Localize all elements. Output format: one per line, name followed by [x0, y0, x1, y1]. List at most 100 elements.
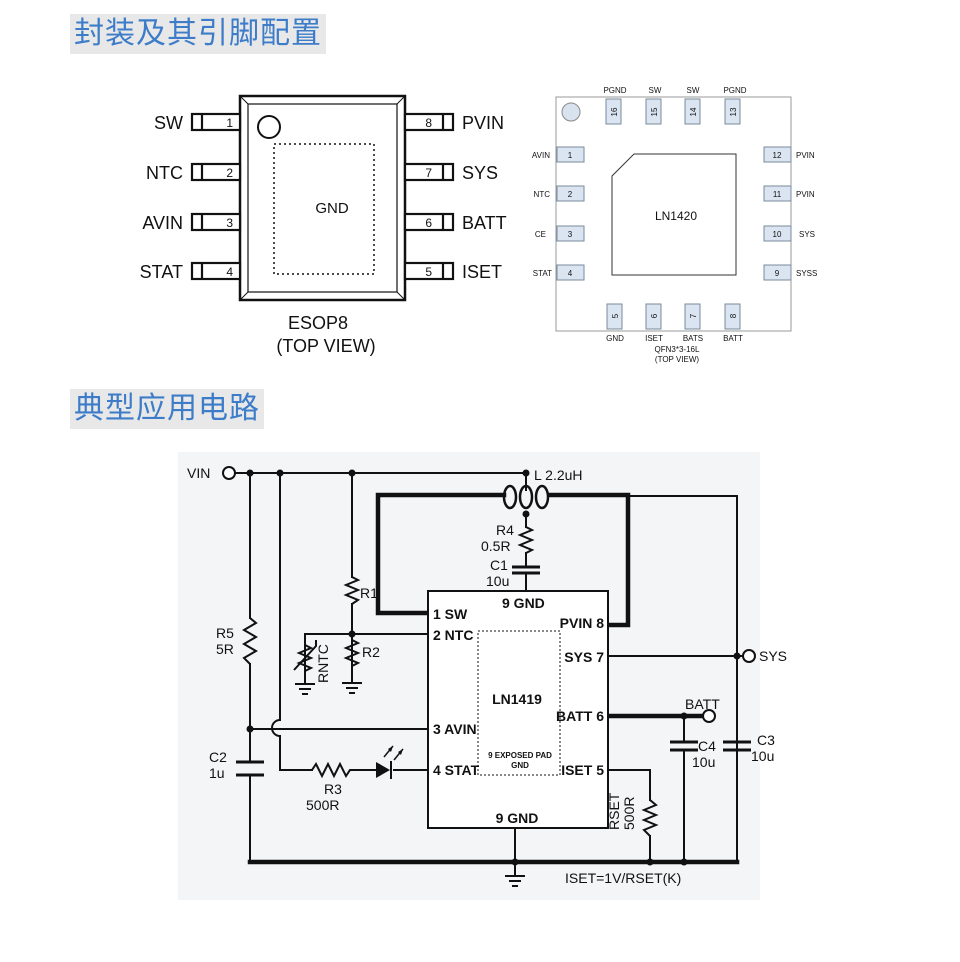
qfn-pin2-name: NTC — [534, 190, 551, 199]
qfn-pin15-name: SW — [649, 86, 662, 95]
qfn-pin10-num: 10 — [773, 230, 782, 239]
qfn-pin12-name: PVIN — [796, 151, 815, 160]
esop8-pad-label: GND — [315, 200, 349, 217]
qfn-pin7-name: BATS — [683, 334, 703, 343]
c1-value: 10u — [486, 573, 509, 589]
pin1-marker-icon — [257, 115, 281, 139]
esop8-caption-view: (TOP VIEW) — [276, 336, 375, 356]
esop8-pin8-name: PVIN — [462, 113, 504, 133]
chip-pin-sys: SYS 7 — [564, 649, 604, 665]
esop8-pin4-num: 4 — [226, 265, 233, 279]
qfn-caption-view: (TOP VIEW) — [655, 355, 699, 364]
esop8-pin2-name: NTC — [146, 163, 183, 183]
thermistor-rntc — [293, 640, 317, 672]
status-led-icon — [376, 745, 404, 779]
qfn-pin4-num: 4 — [568, 269, 573, 278]
r1-label: R1 — [360, 585, 378, 601]
c3-name: C3 — [757, 732, 775, 748]
ln1419-exposed-pad — [477, 630, 561, 776]
qfn-pin8-name: BATT — [723, 334, 743, 343]
application-circuit: 9 GND 1 SW 2 NTC 3 AVIN 4 STAT PVIN 8 SY… — [178, 452, 787, 900]
qfn-exposed-pad — [611, 153, 737, 276]
esop8-package: GND 1 SW 2 NTC 3 AVIN 4 STAT 8 PVIN 7 SY… — [140, 94, 507, 356]
resistor-r5 — [242, 617, 258, 665]
r5-name: R5 — [216, 625, 234, 641]
package-section-title: 封装及其引脚配置 — [70, 14, 326, 54]
chip-pin-iset: ISET 5 — [561, 762, 604, 778]
qfn-pin7-num: 7 — [689, 313, 698, 318]
resistor-r3 — [311, 761, 354, 779]
esop8-pin6-name: BATT — [462, 213, 507, 233]
esop8-pin7-num: 7 — [425, 166, 432, 180]
esop8-pin5-num: 5 — [425, 265, 432, 279]
c4-name: C4 — [698, 738, 716, 754]
sys-label: SYS — [759, 648, 787, 664]
esop8-exposed-pad — [273, 143, 375, 275]
sys-terminal-icon — [742, 649, 756, 663]
esop8-pin1-name: SW — [154, 113, 183, 133]
chip-pin-stat: 4 STAT — [433, 762, 480, 778]
capacitor-c4 — [670, 740, 698, 752]
qfn-pin6-num: 6 — [650, 313, 659, 318]
ground-icon — [505, 875, 525, 887]
qfn-pin14-name: SW — [687, 86, 700, 95]
chip-pin-ntc: 2 NTC — [433, 627, 473, 643]
r3-name: R3 — [324, 781, 342, 797]
rntc-label: RNTC — [315, 644, 331, 683]
r4-value: 0.5R — [481, 538, 511, 554]
esop8-pin3-name: AVIN — [142, 213, 183, 233]
esop8-pin4-name: STAT — [140, 262, 183, 282]
chip-pad-gnd: GND — [511, 761, 529, 770]
iset-formula: ISET=1V/RSET(K) — [565, 870, 681, 886]
vin-label: VIN — [187, 465, 210, 481]
esop8-caption-name: ESOP8 — [288, 313, 348, 333]
r4-name: R4 — [496, 522, 514, 538]
batt-label: BATT — [685, 696, 720, 712]
r5-value: 5R — [216, 641, 234, 657]
inductor-label: L 2.2uH — [534, 467, 583, 483]
batt-terminal-icon — [702, 709, 716, 723]
resistor-r2 — [343, 639, 361, 667]
rset-name: RSET — [606, 792, 622, 830]
qfn-pin14-num: 14 — [689, 107, 698, 116]
ground-icon — [295, 683, 315, 695]
qfn-caption-name: QFN3*3-16L — [655, 345, 700, 354]
c3-value: 10u — [751, 748, 774, 764]
c1-name: C1 — [490, 557, 508, 573]
chip-pin-batt: BATT 6 — [556, 708, 604, 724]
capacitor-c2 — [236, 760, 264, 777]
resistor-rset — [641, 799, 659, 837]
qfn-pin15-num: 15 — [650, 107, 659, 116]
r3-value: 500R — [306, 797, 339, 813]
qfn-pin16-name: PGND — [603, 86, 626, 95]
qfn-pin3-name: CE — [535, 230, 546, 239]
resistor-r1 — [343, 576, 361, 605]
vin-terminal-icon — [222, 466, 236, 480]
qfn-pin16-num: 16 — [610, 107, 619, 116]
qfn-pin9-num: 9 — [775, 269, 780, 278]
qfn-pin6-name: ISET — [645, 334, 663, 343]
esop8-pin3-num: 3 — [226, 216, 233, 230]
capacitor-c3 — [723, 740, 751, 752]
chip-gnd-top: 9 GND — [502, 595, 545, 611]
chip-name: LN1419 — [492, 691, 542, 707]
esop8-pin7-name: SYS — [462, 163, 498, 183]
esop8-pin5-name: ISET — [462, 262, 502, 282]
chip-pad-label: 9 EXPOSED PAD — [488, 751, 552, 760]
r2-label: R2 — [362, 644, 380, 660]
inductor-l — [502, 484, 550, 510]
qfn-pin9-name: SYSS — [796, 269, 817, 278]
qfn-pin5-num: 5 — [611, 313, 620, 318]
qfn-pin4-name: STAT — [533, 269, 552, 278]
qfn-pin2-num: 2 — [568, 190, 573, 199]
qfn-pin1-num: 1 — [568, 151, 573, 160]
qfn-pin5-name: GND — [606, 334, 624, 343]
qfn-pin11-name: PVIN — [796, 190, 815, 199]
resistor-r4 — [517, 526, 535, 554]
capacitor-c1 — [512, 565, 540, 575]
ground-icon — [342, 682, 362, 694]
chip-gnd-bottom: 9 GND — [496, 810, 539, 826]
qfn-pin11-num: 11 — [773, 190, 782, 199]
qfn-pin10-name: SYS — [799, 230, 815, 239]
